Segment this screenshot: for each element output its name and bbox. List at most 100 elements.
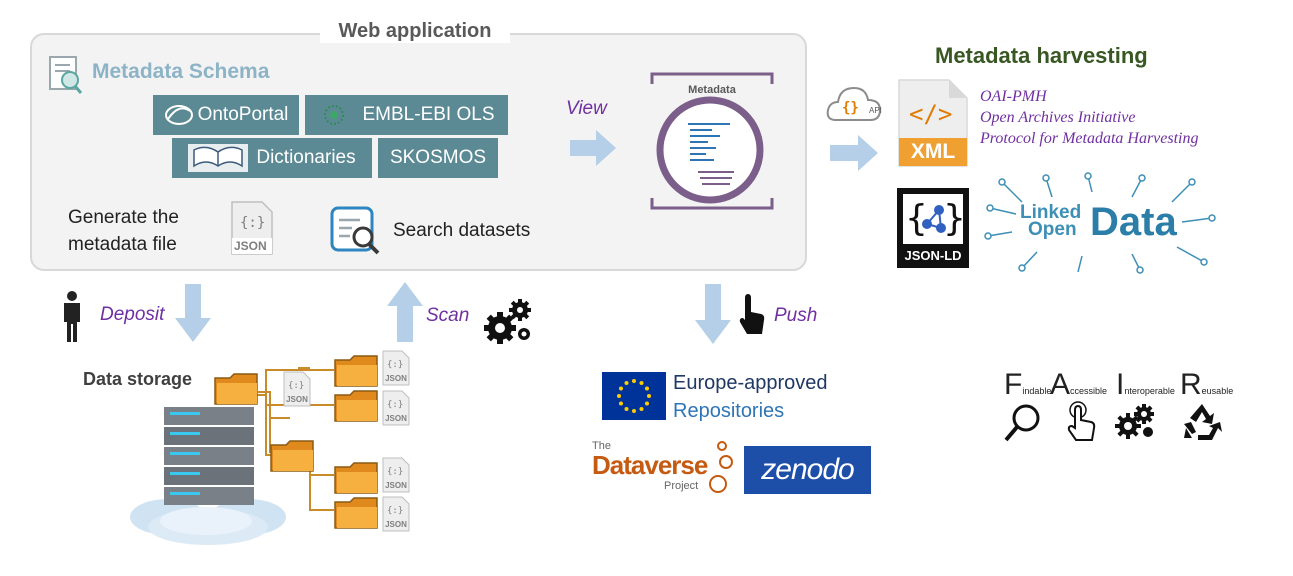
json-label: JSON: [286, 395, 308, 404]
generate-line1: Generate the: [68, 207, 179, 228]
folder-icon: [334, 462, 378, 494]
json-file-icon: {:} JSON: [382, 496, 410, 532]
metadata-document-icon: Metadata: [650, 72, 774, 210]
dataverse-project: Project: [664, 480, 699, 492]
svg-text:{:}: {:}: [240, 215, 265, 231]
folder-icon: [214, 373, 258, 405]
harvest-arrow-icon: [830, 133, 880, 178]
scan-label: Scan: [426, 305, 470, 326]
schema-document-icon: [48, 55, 84, 100]
json-label: JSON: [385, 520, 407, 529]
metadata-schema-title: Metadata Schema: [92, 60, 270, 83]
folder-icon: [334, 355, 378, 387]
fair-letter-i: I: [1116, 368, 1125, 401]
json-file-label: JSON: [234, 239, 267, 253]
metadata-doc-label: Metadata: [688, 84, 736, 96]
fair-word-reusable: eusable: [1201, 386, 1234, 396]
dataverse-name: Dataverse: [592, 450, 708, 480]
json-label: JSON: [385, 374, 407, 383]
fair-letter-a: A: [1050, 368, 1071, 401]
dataverse-logo: The Dataverse Project: [592, 440, 737, 494]
json-label: JSON: [385, 481, 407, 490]
oai-line2: Open Archives Initiative: [980, 109, 1136, 126]
ontoportal-label: OntoPortal: [197, 104, 289, 125]
view-label: View: [566, 98, 607, 119]
view-arrow-icon: [570, 128, 618, 173]
embl-ebi-ols-label: EMBL-EBI OLS: [362, 104, 495, 125]
person-icon: [60, 290, 84, 349]
recycle-icon: [1184, 404, 1222, 440]
web-application-title: Web application: [320, 20, 510, 43]
eu-flag-icon: [602, 372, 666, 420]
eu-repositories-title: Repositories: [673, 400, 785, 422]
xml-label: XML: [910, 140, 956, 163]
fair-interoperable: Interoperable: [1116, 368, 1175, 402]
deposit-arrow-icon: [173, 284, 213, 349]
json-file-icon: {:} JSON: [230, 200, 274, 256]
svg-text:</>: </>: [909, 100, 952, 128]
fair-word-accessible: ccessible: [1070, 386, 1108, 396]
api-label: API: [869, 106, 882, 115]
ontoportal-logo-icon: [164, 105, 193, 125]
linked-open-data-logo: Linked Open Data: [982, 172, 1218, 274]
lod-line1: Linked: [1020, 202, 1082, 223]
oai-line3: Protocol for Metadata Harvesting: [980, 130, 1199, 147]
generate-metadata-text: Generate the metadata file: [68, 204, 179, 258]
fair-word-findable: indable: [1022, 386, 1052, 396]
lod-line2: Open: [1028, 219, 1077, 240]
json-file-icon: {:} JSON: [382, 390, 410, 426]
scan-arrow-icon: [385, 282, 425, 349]
fair-letter-r: R: [1180, 368, 1202, 401]
lod-linked-open-text: Linked Open: [1020, 202, 1082, 240]
server-cloud-icon: [128, 395, 288, 555]
json-ld-logo: { } JSON-LD: [897, 188, 969, 268]
svg-text:{:}: {:}: [387, 400, 403, 410]
search-datasets-icon: [330, 206, 382, 261]
svg-text:{}: {}: [842, 100, 859, 116]
xml-file-icon: </> XML: [897, 78, 969, 168]
gears-icon: [1115, 404, 1154, 439]
json-label: JSON: [385, 414, 407, 423]
oai-line1: OAI-PMH: [980, 88, 1047, 105]
cloud-api-icon: {} API: [826, 84, 886, 124]
fair-principles: Findable Accessible Interoperable Reusab…: [1004, 368, 1244, 448]
fair-word-interoperable: nteroperable: [1124, 386, 1175, 396]
ols-network-icon: [323, 105, 344, 125]
skosmos-box: SKOSMOS: [378, 138, 498, 178]
book-icon: [188, 144, 249, 172]
fair-reusable: Reusable: [1180, 368, 1233, 402]
embl-ebi-ols-box: EMBL-EBI OLS: [305, 95, 508, 135]
json-file-icon: {:} JSON: [382, 457, 410, 493]
eu-approved-title: Europe-approved: [673, 372, 828, 394]
fair-letter-f: F: [1004, 368, 1023, 401]
push-label: Push: [774, 305, 818, 326]
hand-pointer-icon: [737, 294, 767, 343]
search-datasets-label: Search datasets: [393, 220, 531, 241]
svg-text:}: }: [943, 198, 966, 239]
deposit-label: Deposit: [100, 304, 165, 325]
zenodo-label: zenodo: [761, 453, 854, 486]
dataverse-circles-icon: [709, 441, 733, 493]
fair-accessible: Accessible: [1050, 368, 1107, 402]
svg-text:{:}: {:}: [387, 506, 403, 516]
zenodo-logo: zenodo: [744, 446, 871, 494]
fair-findable: Findable: [1004, 368, 1051, 402]
metadata-harvesting-title: Metadata harvesting: [935, 43, 1148, 68]
push-arrow-icon: [693, 284, 733, 351]
dictionaries-label: Dictionaries: [256, 147, 356, 168]
dictionaries-box: Dictionaries: [172, 138, 372, 178]
data-storage-title: Data storage: [83, 369, 193, 389]
touch-hand-icon: [1067, 401, 1096, 441]
gears-icon: [482, 296, 536, 351]
svg-text:{: {: [905, 198, 928, 239]
generate-line2: metadata file: [68, 234, 177, 255]
json-file-icon: {:} JSON: [283, 371, 311, 407]
svg-text:{:}: {:}: [387, 467, 403, 477]
folder-icon: [334, 390, 378, 422]
svg-text:{:}: {:}: [288, 381, 304, 391]
folder-icon: [270, 440, 314, 472]
json-ld-label: JSON-LD: [904, 248, 962, 263]
json-file-icon: {:} JSON: [382, 350, 410, 386]
ontoportal-box: OntoPortal: [153, 95, 299, 135]
lod-network-icon: [984, 172, 1216, 274]
